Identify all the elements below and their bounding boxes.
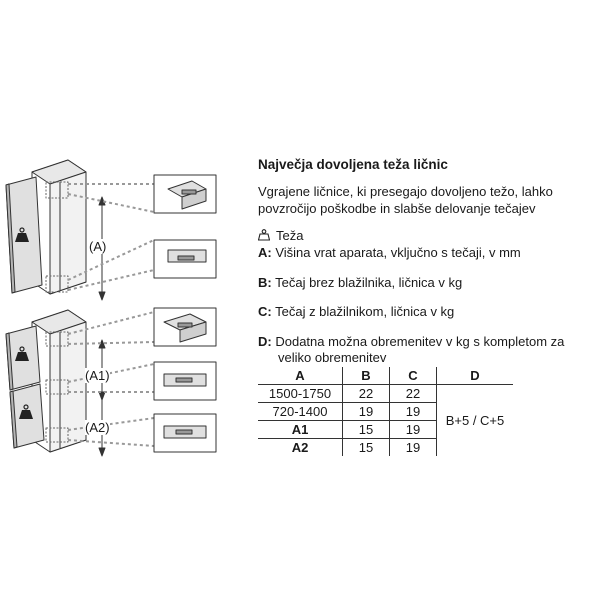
legend-a-text: Višina vrat aparata, vključno s tečaji, … (275, 245, 521, 260)
hinge-detail-bottom-2 (153, 361, 217, 401)
table-header-row: A B C D (258, 367, 513, 385)
dimension-label-a2: (A2) (85, 420, 110, 435)
dimension-label-a1: (A1) (85, 368, 110, 383)
appliance-single-door (5, 159, 87, 295)
page-title: Največja dovoljena teža ličnic (258, 157, 448, 172)
intro-line-2: povzročijo poškodbe in slabše delovanje … (258, 201, 536, 216)
table-row: A2 15 19 (258, 438, 513, 456)
table-header-a: A (258, 367, 343, 385)
table-row: 1500-1750 22 22 B+5 / C+5 (258, 384, 513, 456)
table-cell-d: B+5 / C+5 (436, 384, 513, 456)
table-cell-b: 15 (342, 420, 390, 439)
table-cell-a: A1 (258, 420, 343, 439)
table-cell-a: A2 (291, 440, 309, 455)
legend-b-key: B: (258, 275, 272, 290)
table-cell-c: 19 (389, 402, 437, 421)
weight-icon (15, 227, 33, 419)
hinge-detail-bottom-3 (153, 413, 217, 453)
table-cell-c: 19 (389, 420, 437, 439)
table-header-d: D (436, 367, 513, 385)
table-cell-c: 22 (389, 384, 437, 403)
legend-d-key: D: (258, 334, 272, 349)
hinge-detail-bottom-1 (153, 307, 217, 347)
intro-line-1: Vgrajene ličnice, ki presegajo dovoljeno… (258, 184, 553, 199)
table-header-b: B (342, 367, 390, 385)
legend-a: A: Višina vrat aparata, vključno s tečaj… (258, 245, 521, 261)
table-cell-b: 19 (342, 402, 390, 421)
hinge-detail-top-2 (153, 239, 217, 279)
legend-c-text: Tečaj z blažilnikom, ličnica v kg (275, 304, 455, 319)
legend-a-key: A: (258, 245, 272, 260)
legend-d-text-2: veliko obremenitev (278, 350, 387, 365)
leader-lines (67, 183, 155, 447)
hinge-detail-top-1 (153, 174, 217, 214)
table-header-c: C (389, 367, 437, 385)
weight-table: A B C D 1500-1750 22 22 B+5 / C+5 720-14… (258, 367, 513, 456)
legend-c-key: C: (258, 304, 272, 319)
legend-b: B: Tečaj brez blažilnika, ličnica v kg (258, 275, 462, 291)
dimension-label-a: (A) (89, 239, 107, 254)
table-cell-b: 15 (342, 438, 390, 456)
table-cell-a: 720-1400 (258, 402, 343, 421)
legend-d-text-1: Dodatna možna obremenitev v kg s komplet… (275, 334, 565, 349)
legend-c: C: Tečaj z blažilnikom, ličnica v kg (258, 304, 454, 320)
legend-weight: Teža (258, 228, 303, 244)
table-row: 720-1400 19 19 (258, 402, 513, 421)
legend-weight-label: Teža (276, 228, 304, 243)
table-cell-b: 22 (342, 384, 390, 403)
table-cell-a: 1500-1750 (258, 384, 343, 403)
table-row: A1 15 19 (258, 420, 513, 439)
table-cell-c: 19 (389, 438, 437, 456)
legend-b-text: Tečaj brez blažilnika, ličnica v kg (275, 275, 463, 290)
legend-d: D: Dodatna možna obremenitev v kg s komp… (258, 334, 564, 350)
weight-icon (258, 229, 270, 241)
